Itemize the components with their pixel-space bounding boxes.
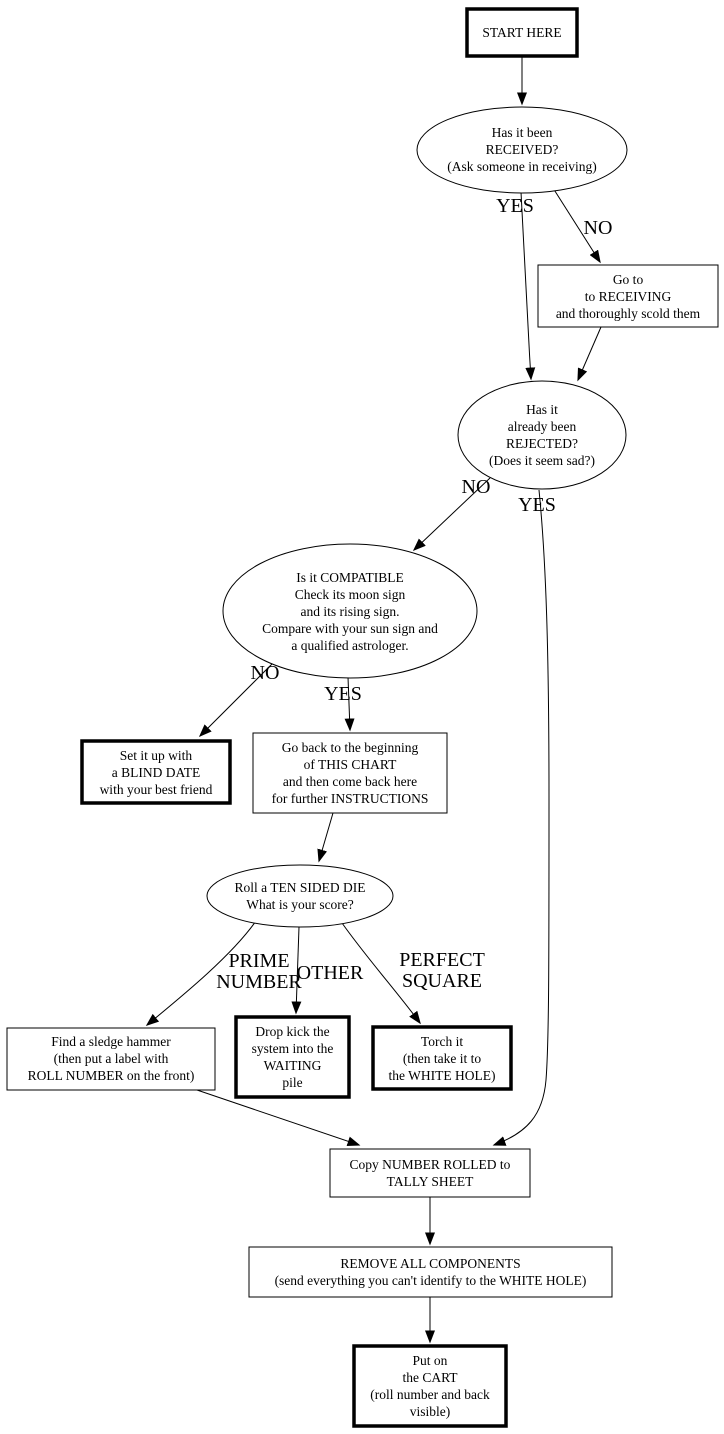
rejected-no-label: NO	[461, 476, 491, 498]
compatible-yes-label: YES	[324, 683, 362, 705]
rejected-shape	[457, 380, 627, 490]
compatible-shape	[222, 543, 478, 679]
torch-it-label: Torch it (then take it to the WHITE HOLE…	[388, 1034, 496, 1083]
put-on-cart-label: Put on the CART (roll number and back vi…	[370, 1353, 490, 1419]
sledge-hammer-shape	[6, 1027, 216, 1091]
start-here-shape	[465, 7, 579, 58]
edge-rejected-no-to-compatible	[412, 477, 491, 552]
go-to-receiving-shape	[537, 264, 719, 328]
rejected-yes-label: YES	[518, 494, 556, 516]
blind-date-label: Set it up with a BLIND DATE with your be…	[99, 748, 213, 797]
roll-die-shape	[206, 864, 394, 928]
put-on-cart-shape	[352, 1344, 508, 1428]
compatible-no-label: NO	[250, 662, 280, 684]
remove-components-label: REMOVE ALL COMPONENTS (send everything y…	[274, 1256, 587, 1288]
drop-kick-shape	[234, 1015, 351, 1099]
drop-kick-label: Drop kick the system into the WAITING pi…	[251, 1024, 334, 1090]
sledge-hammer-label: Find a sledge hammer (then put a label w…	[27, 1034, 195, 1083]
edge-compatible-yes-to-goback	[344, 676, 355, 732]
received-no-label: NO	[583, 217, 613, 239]
edge-rolldie-prime-to-sledge	[145, 920, 257, 1026]
edge-compatible-no-to-blinddate	[198, 658, 278, 738]
edge-sledge-to-copy	[196, 1089, 361, 1147]
edge-goback-to-rolldie	[317, 812, 334, 863]
received-label: Has it been RECEIVED? (Ask someone in re…	[447, 125, 597, 174]
remove-components-shape	[248, 1246, 613, 1298]
edge-rolldie-other-to-dropkick	[291, 926, 302, 1015]
prime-number-label: PRIME NUMBER	[216, 950, 302, 993]
copy-number-shape	[329, 1148, 531, 1198]
rejected-label: Has it already been REJECTED? (Does it s…	[488, 402, 596, 468]
edge-received-yes-to-rejected	[520, 191, 536, 381]
blind-date-shape	[80, 739, 232, 805]
node-shapes	[6, 7, 719, 1428]
other-label: OTHER	[296, 962, 364, 984]
received-yes-label: YES	[496, 195, 534, 217]
start-here-label: START HERE	[482, 25, 562, 40]
edges	[145, 56, 602, 1344]
copy-number-label: Copy NUMBER ROLLED to TALLY SHEET	[349, 1157, 511, 1189]
edge-received-no-to-goreceiving	[552, 187, 601, 264]
edge-goreceiving-to-rejected	[577, 326, 602, 382]
torch-it-shape	[371, 1025, 513, 1091]
edge-rejected-yes-to-copy	[492, 489, 550, 1146]
perfect-square-label: PERFECT SQUARE	[399, 949, 485, 992]
compatible-label: Is it COMPATIBLE Check its moon sign and…	[262, 570, 438, 653]
go-back-label: Go back to the beginning of THIS CHART a…	[271, 740, 429, 806]
roll-die-label: Roll a TEN SIDED DIE What is your score?	[234, 880, 366, 912]
go-to-receiving-label: Go to to RECEIVING and thoroughly scold …	[555, 272, 701, 321]
go-back-shape	[252, 732, 448, 814]
received-shape	[416, 106, 628, 194]
edge-rolldie-square-to-torch	[341, 922, 421, 1025]
